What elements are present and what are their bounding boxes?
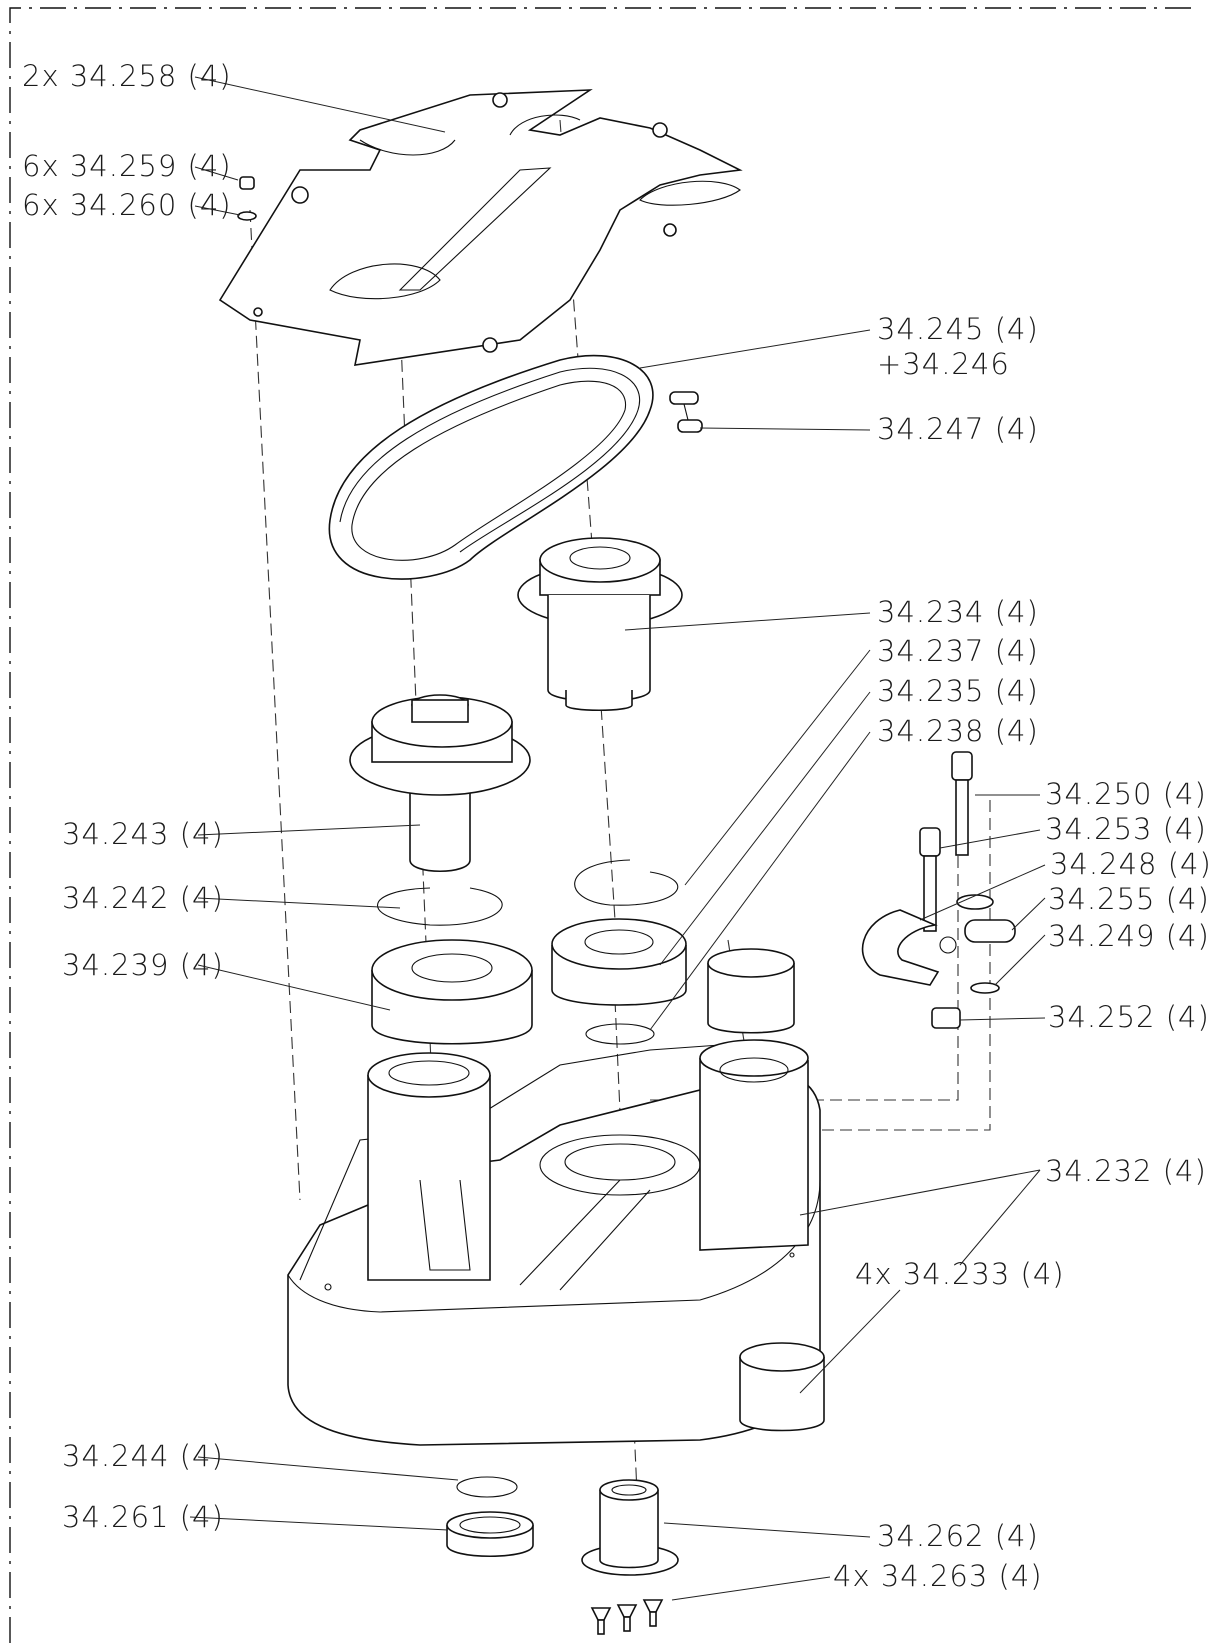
gearbox-housing — [287, 1039, 821, 1446]
sprocket-right — [517, 537, 683, 711]
chain-link — [669, 391, 703, 433]
bushing-lower — [739, 1342, 825, 1432]
callout-label: 4x 34.263 (4) — [833, 1559, 1043, 1593]
leader-lines — [189, 76, 1046, 1601]
bearing-right — [551, 918, 687, 1006]
callout-label: 34.237 (4) — [877, 634, 1039, 668]
callout-label: 6x 34.260 (4) — [22, 188, 232, 222]
callout-label: 34.238 (4) — [877, 714, 1039, 748]
bearing-left — [371, 939, 533, 1045]
roller-chain — [328, 354, 654, 580]
callout-label: 34.250 (4) — [1045, 777, 1207, 811]
callout-label: 2x 34.258 (4) — [22, 59, 232, 93]
drawing-border — [9, 7, 1192, 1643]
callout-label: 34.247 (4) — [877, 412, 1039, 446]
callout-label: 34.245 (4) — [877, 312, 1039, 346]
callout-label: 4x 34.233 (4) — [855, 1257, 1065, 1291]
callout-label: 34.239 (4) — [62, 948, 224, 982]
callout-label: 34.234 (4) — [877, 595, 1039, 629]
long-bolts — [919, 751, 973, 932]
callout-label: 34.242 (4) — [62, 881, 224, 915]
callout-label: 34.262 (4) — [877, 1519, 1039, 1553]
callout-label: 34.255 (4) — [1048, 882, 1210, 916]
retaining-rings — [376, 859, 679, 1498]
callout-label: 34.243 (4) — [62, 817, 224, 851]
flange-screws — [590, 1599, 664, 1635]
cover-screw — [237, 176, 257, 221]
shaft-seal — [446, 1511, 534, 1557]
callout-label: 34.232 (4) — [1045, 1154, 1207, 1188]
callout-label: 34.253 (4) — [1045, 812, 1207, 846]
clamp-assembly — [861, 894, 1016, 1029]
cover-plate — [218, 89, 743, 366]
callout-label: 34.244 (4) — [62, 1439, 224, 1473]
callout-label: 34.252 (4) — [1048, 1000, 1210, 1034]
callout-label: 34.248 (4) — [1050, 847, 1212, 881]
flange-bushing — [581, 1479, 679, 1576]
callout-label: 34.235 (4) — [877, 674, 1039, 708]
callout-label: 34.261 (4) — [62, 1500, 224, 1534]
sprocket-left — [349, 694, 531, 873]
callout-label: 34.249 (4) — [1048, 919, 1210, 953]
bushing-upper — [707, 948, 795, 1034]
callout-label: +34.246 — [877, 347, 1010, 381]
callout-label: 6x 34.259 (4) — [22, 149, 232, 183]
